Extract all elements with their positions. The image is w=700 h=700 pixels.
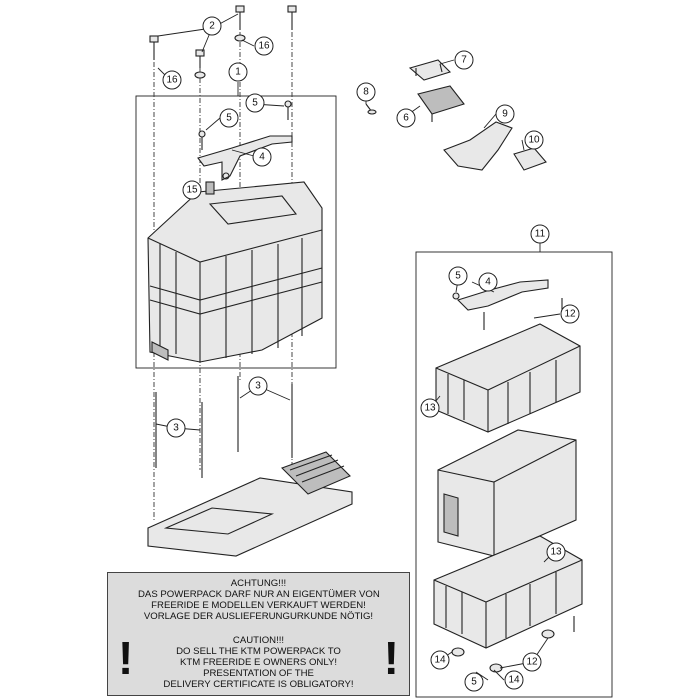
callout-14-bottom: 14 <box>504 670 524 690</box>
warning-de-line-1: ACHTUNG!!! <box>230 578 287 589</box>
svg-text:14: 14 <box>508 675 520 686</box>
svg-text:9: 9 <box>502 109 508 120</box>
svg-text:12: 12 <box>526 657 538 668</box>
warning-de-line-4: VORLAGE DER AUSLIEFERUNGURKUNDE NÖTIG! <box>143 611 374 622</box>
callout-13-upper: 13 <box>420 398 440 418</box>
electronic-module <box>417 85 465 122</box>
svg-text:12: 12 <box>564 309 576 320</box>
callout-5-lower-top: 5 <box>448 266 468 286</box>
svg-text:1: 1 <box>235 67 241 78</box>
bolt-top-left <box>149 35 159 60</box>
svg-text:13: 13 <box>424 403 436 414</box>
long-bolts <box>155 376 293 478</box>
bracket-upper <box>197 135 293 181</box>
exclamation-icon-right: ! <box>383 632 399 684</box>
callout-12-lower: 12 <box>522 652 542 672</box>
clip-part <box>205 181 215 195</box>
warning-en-line-3: KTM FREERIDE E OWNERS ONLY! <box>179 657 338 668</box>
warning-notice: ACHTUNG!!! DAS POWERPACK DARF NUR AN EIG… <box>107 572 410 696</box>
svg-text:4: 4 <box>485 277 491 288</box>
screw-small <box>365 103 377 115</box>
warning-en-line-4: PRESENTATION OF THE <box>203 668 314 679</box>
svg-text:5: 5 <box>226 113 232 124</box>
callout-16-left: 16 <box>162 70 182 90</box>
upper-cover <box>435 323 581 433</box>
callout-4-upper: 4 <box>252 147 272 167</box>
bracket-lower <box>456 279 549 311</box>
svg-text:10: 10 <box>528 135 540 146</box>
svg-text:5: 5 <box>471 677 477 688</box>
washer-right <box>234 34 246 42</box>
warning-de-line-2: DAS POWERPACK DARF NUR AN EIGENTÜMER VON <box>138 589 380 600</box>
callout-2: 2 <box>202 16 222 36</box>
callout-3-right: 3 <box>248 376 268 396</box>
callout-3-left: 3 <box>166 418 186 438</box>
svg-text:8: 8 <box>363 87 369 98</box>
group-frame-1 <box>135 95 337 369</box>
callout-7: 7 <box>454 50 474 70</box>
callout-8: 8 <box>356 82 376 102</box>
svg-text:6: 6 <box>403 113 409 124</box>
callout-5-bottom: 5 <box>464 672 484 692</box>
svg-text:14: 14 <box>434 655 446 666</box>
connector-plug <box>513 147 547 171</box>
svg-text:4: 4 <box>259 152 265 163</box>
callout-5-upper-right: 5 <box>245 93 265 113</box>
battery-cells-block <box>437 429 577 557</box>
svg-text:15: 15 <box>186 185 198 196</box>
holder-bracket <box>443 121 513 171</box>
bolt-top-center <box>195 49 205 68</box>
callout-9: 9 <box>495 104 515 124</box>
callout-14-left: 14 <box>430 650 450 670</box>
base-tray <box>147 451 353 557</box>
bolt-top-right <box>287 5 297 30</box>
warning-en-line-5: DELIVERY CERTIFICATE IS OBLIGATORY! <box>163 679 354 690</box>
callout-4-lower: 4 <box>478 272 498 292</box>
warning-de-line-3: FREERIDE E MODELLEN VERKAUFT WERDEN! <box>151 600 366 611</box>
bolt-top-mid <box>235 5 245 30</box>
callout-16-right: 16 <box>254 36 274 56</box>
warning-en-line-1: CAUTION!!! <box>232 635 285 646</box>
svg-text:16: 16 <box>258 41 270 52</box>
svg-text:5: 5 <box>455 271 461 282</box>
callout-1: 1 <box>228 62 248 82</box>
svg-text:5: 5 <box>252 98 258 109</box>
washer-left <box>194 71 206 79</box>
svg-text:11: 11 <box>535 229 546 240</box>
relay-connector <box>408 59 452 81</box>
svg-text:7: 7 <box>461 55 467 66</box>
callout-12-upper: 12 <box>560 304 580 324</box>
exclamation-icon-left: ! <box>118 632 134 684</box>
callout-10: 10 <box>524 130 544 150</box>
callout-5-upper-left: 5 <box>219 108 239 128</box>
callout-15: 15 <box>182 180 202 200</box>
battery-housing <box>147 181 323 363</box>
lower-cover <box>433 535 583 649</box>
svg-text:13: 13 <box>550 547 562 558</box>
svg-text:16: 16 <box>166 75 178 86</box>
bolt-pair-upper <box>198 100 292 150</box>
callout-6: 6 <box>396 108 416 128</box>
group-frame-11 <box>415 251 613 698</box>
svg-text:3: 3 <box>173 423 179 434</box>
callout-11: 11 <box>530 224 550 244</box>
callout-13-lower: 13 <box>546 542 566 562</box>
svg-text:2: 2 <box>209 21 215 32</box>
warning-en-line-2: DO SELL THE KTM POWERPACK TO <box>176 646 341 657</box>
svg-text:3: 3 <box>255 381 261 392</box>
